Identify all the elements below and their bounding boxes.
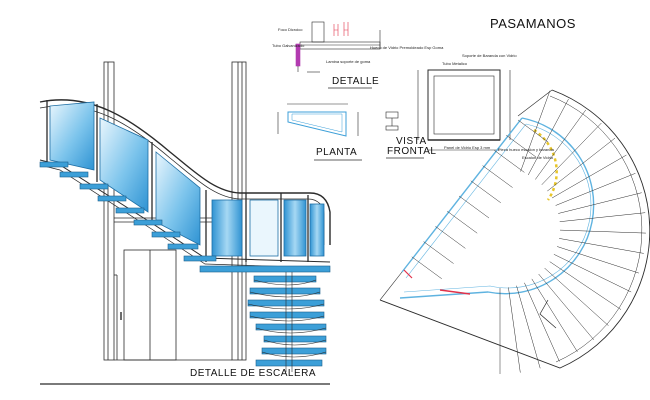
- spiral-tread-line: [553, 254, 632, 293]
- glass-panel-7: [309, 203, 325, 257]
- detail-caption: DETALLE: [332, 76, 380, 87]
- spiral-tread-line: [559, 238, 644, 254]
- note-panel: Panel de Vidrio Esp 3 mm: [444, 145, 491, 150]
- spiral-plan: [379, 89, 650, 369]
- note-tubo-metalico: Tubo Metalico: [442, 61, 467, 66]
- flight-tread-line: [423, 241, 454, 264]
- spiral-tread-lines: [411, 90, 646, 374]
- front-caption-line2: FRONTAL: [387, 146, 437, 157]
- spiral-tread-line: [535, 109, 587, 180]
- spiral-tread-line: [531, 278, 578, 352]
- flight-tread-line: [517, 119, 549, 143]
- note-lamina: Lamina soporte de goma: [326, 59, 371, 64]
- flight-tread-line: [482, 165, 513, 188]
- spiral-tread-line: [559, 212, 646, 222]
- front-caption-line1: VISTA: [396, 136, 427, 147]
- flight-tread-line: [435, 226, 466, 249]
- note-tubo: Tubo Galvanizado: [272, 43, 305, 48]
- handrail-top: [39, 99, 331, 245]
- outer-arc: [379, 89, 650, 369]
- spiral-tread-line: [559, 229, 646, 234]
- flight-tread-line: [506, 134, 537, 158]
- flight-tread-line: [411, 256, 442, 280]
- staircase-elevation: [39, 61, 331, 385]
- flight-tread-line: [470, 180, 501, 204]
- glass-panel-3: [155, 151, 201, 246]
- plan-caption: PLANTA: [316, 147, 358, 158]
- detail-section: [295, 21, 381, 89]
- plan-profile: [287, 111, 347, 137]
- upper-flight-steps: [39, 161, 331, 273]
- spiral-tread-line: [508, 287, 521, 373]
- spiral-tread-line: [557, 246, 639, 274]
- glass-panel-5: [249, 199, 279, 257]
- drawing-title: PASAMANOS: [490, 16, 576, 31]
- front-frame: [427, 69, 501, 141]
- spiral-tread-line: [524, 282, 560, 362]
- column-left: [103, 61, 115, 361]
- note-foco: Foco Dicroico: [278, 27, 303, 32]
- spiral-core: [247, 272, 327, 372]
- flight-tread-line: [447, 210, 478, 234]
- flight-tread-line: [458, 195, 490, 219]
- spiral-tread-line: [547, 137, 616, 192]
- glass-panel-4: [211, 199, 243, 257]
- spiral-tread-line: [544, 267, 609, 326]
- spiral-tread-line: [527, 98, 569, 176]
- straight-flight-left: [401, 117, 523, 273]
- flight-tread-line: [494, 150, 525, 173]
- spiral-tread-line: [558, 192, 642, 214]
- note-pieza: Pieza hueco escalon y baranda: [498, 147, 554, 152]
- spiral-tread-line: [520, 90, 551, 172]
- glass-panel-2: [99, 117, 149, 213]
- inner-arc: [399, 117, 595, 299]
- spiral-tread-line: [551, 154, 627, 199]
- note-hueco: Hueco de Vidrio Premoldeado Esp Goma: [370, 45, 444, 50]
- spiral-tread-line: [555, 173, 636, 206]
- plan-section: [277, 103, 399, 161]
- note-soporte: Soporte de Baranda con Vidrio: [462, 53, 517, 58]
- glass-panel-1: [49, 101, 95, 171]
- spiral-tread-line: [541, 122, 602, 185]
- front-view-section: [386, 69, 511, 159]
- spiral-tread-line: [516, 285, 541, 369]
- spiral-tread-line: [538, 273, 594, 340]
- glass-panel-6: [283, 199, 307, 257]
- staircase-caption: DETALLE DE ESCALERA: [190, 368, 317, 379]
- spiral-tread-line: [549, 261, 622, 310]
- note-escalon: Escalon de Vidrio: [522, 155, 554, 160]
